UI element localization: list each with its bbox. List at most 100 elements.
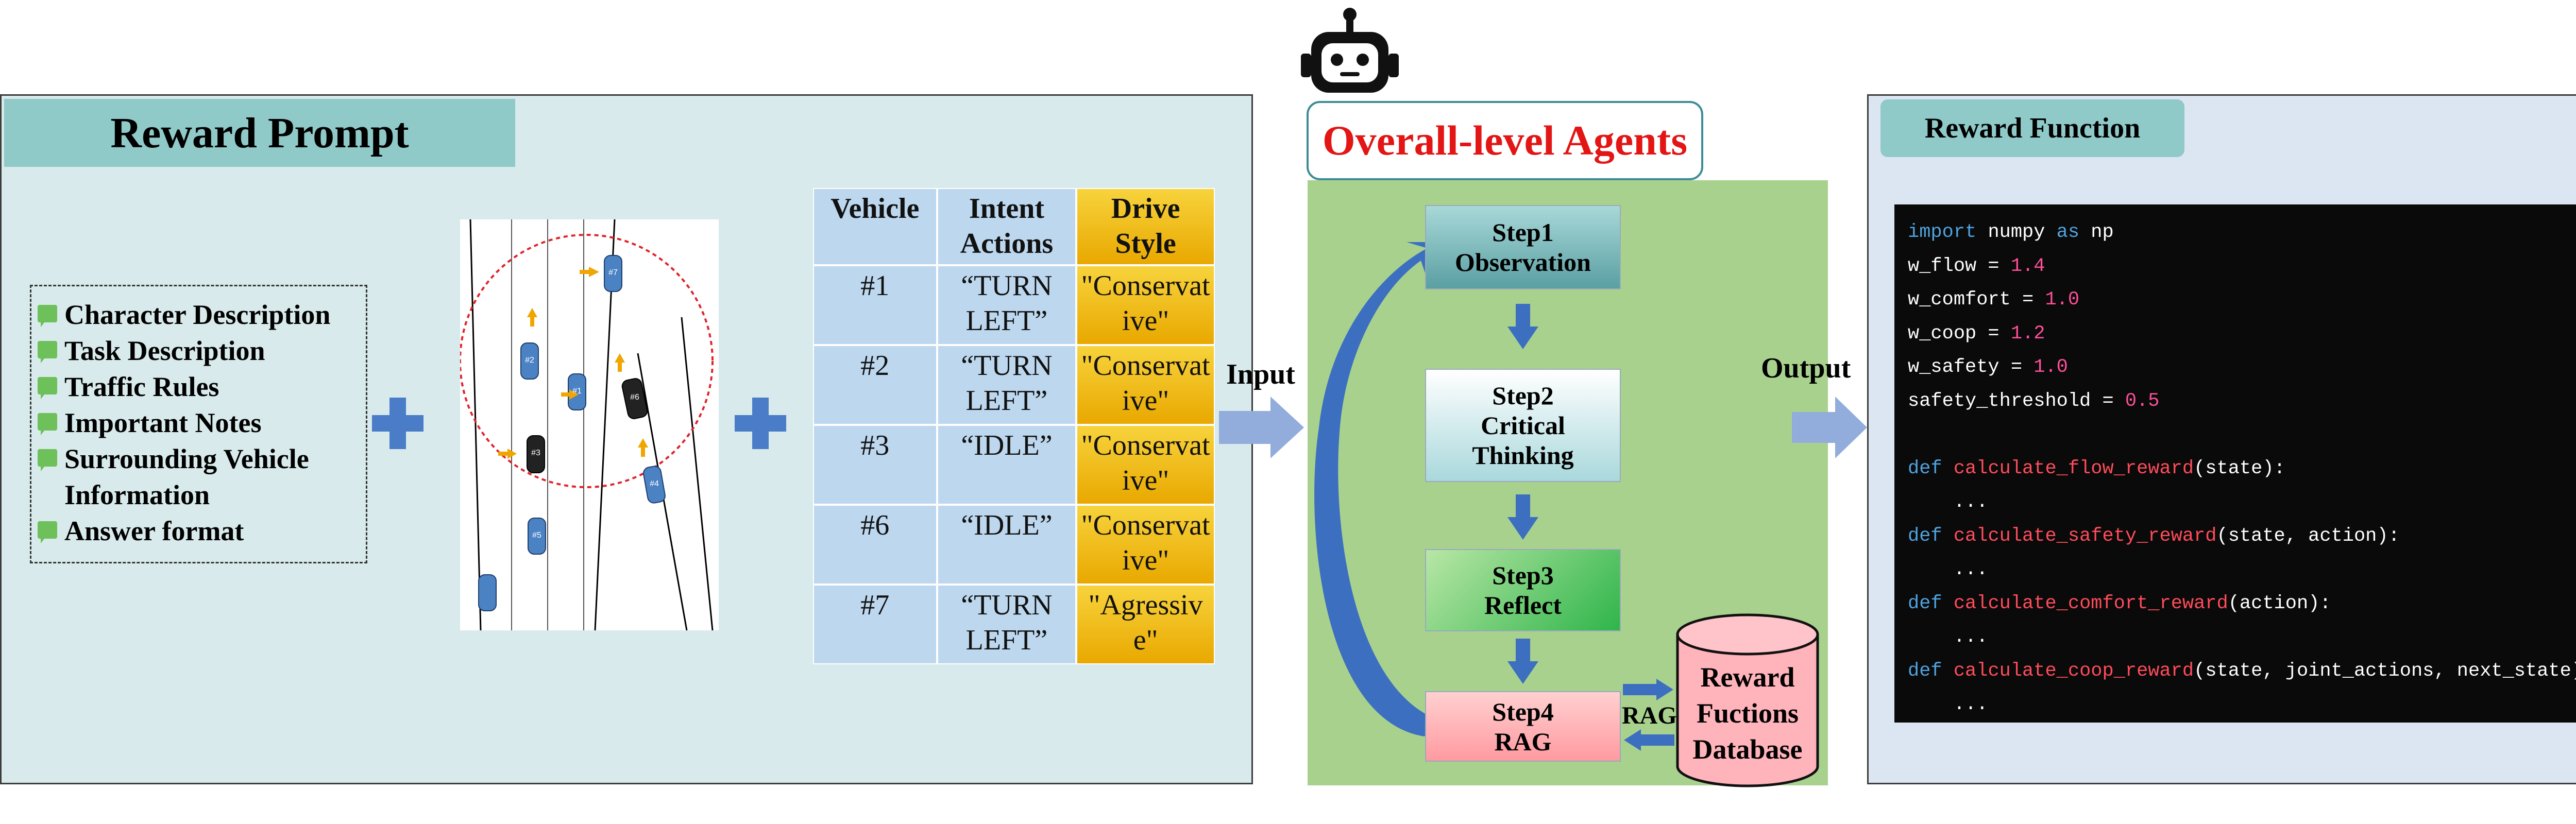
code-block: import numpy as np w_flow = 1.4 w_comfor… <box>1894 204 2576 723</box>
road-scene: #7#2#1#6#3#4#5 <box>459 219 719 631</box>
output-arrow <box>1792 397 1867 458</box>
code-text: ... <box>1908 626 1988 648</box>
vehicle-cell: #6 <box>813 505 937 585</box>
code-number: 1.0 <box>2045 289 2080 311</box>
down-arrow-icon <box>1507 639 1538 684</box>
prompt-item-label: Character Description <box>64 299 331 330</box>
speech-bubble-icon <box>38 521 57 543</box>
action-cell: “TURN LEFT” <box>937 265 1077 345</box>
reward-prompt-title: Reward Prompt <box>4 99 515 167</box>
prompt-item: Traffic Rules <box>38 369 366 405</box>
step-text: Critical Thinking <box>1472 411 1574 470</box>
action-cell: “IDLE” <box>937 505 1077 585</box>
rag-label: RAG <box>1622 702 1677 729</box>
traffic-vehicles <box>478 255 666 611</box>
prompt-item-label: Traffic Rules <box>64 371 219 402</box>
table-header-cell: Vehicle <box>813 188 937 265</box>
code-keyword: as <box>2056 221 2080 243</box>
prompt-item: Character Description <box>38 297 366 333</box>
code-function: calculate_safety_reward <box>1953 525 2217 547</box>
style-cell: "Agressive" <box>1076 585 1215 664</box>
intent-arrows <box>498 267 648 459</box>
speech-bubble-icon <box>38 305 57 327</box>
code-text: np <box>2079 221 2114 243</box>
vehicle-number-label: #6 <box>630 393 639 402</box>
table-row: #7 “TURN LEFT” "Agressive" <box>813 585 1215 664</box>
step-name: Step1 <box>1492 218 1554 247</box>
prompt-item-label: Answer format <box>64 516 244 546</box>
code-text: ... <box>1908 694 1988 715</box>
rag-left-arrow <box>1624 729 1674 751</box>
table-row: #3 “IDLE” "Conservative" <box>813 425 1215 505</box>
database-label: Reward Fuctions Database <box>1692 662 1803 765</box>
code-text: (state, action): <box>2216 525 2400 547</box>
vehicle-number-label: #1 <box>572 387 582 396</box>
style-cell: "Conservative" <box>1076 505 1215 585</box>
table-header-cell: Intent Actions <box>937 188 1077 265</box>
table-row: #1 “TURN LEFT” "Conservative" <box>813 265 1215 345</box>
code-function: calculate_comfort_reward <box>1953 592 2228 614</box>
robot-icon <box>1301 8 1399 93</box>
prompt-item: Task Description <box>38 333 366 369</box>
step-name: Step4 <box>1492 697 1554 726</box>
table-row: #6 “IDLE” "Conservative" <box>813 505 1215 585</box>
code-text: (action): <box>2228 592 2331 614</box>
table-header-cell: Drive Style <box>1076 188 1215 265</box>
code-text: ... <box>1908 491 1988 513</box>
action-cell: “TURN LEFT” <box>937 345 1077 425</box>
code-text: (state): <box>2194 457 2285 479</box>
style-cell: "Conservative" <box>1076 265 1215 345</box>
feedback-loop-arrow <box>1314 242 1438 736</box>
code-text: w_comfort = <box>1908 289 2045 311</box>
prompt-item: Surrounding Vehicle Information <box>38 441 366 513</box>
input-arrow <box>1219 397 1304 458</box>
vehicle-cell: #3 <box>813 425 937 505</box>
prompt-item-label: Task Description <box>64 335 265 366</box>
vehicle-number-label: #2 <box>525 356 534 365</box>
prompt-item-label: Surrounding Vehicle Information <box>64 443 309 510</box>
vehicle-number-label: #5 <box>532 531 541 540</box>
prompt-item-label: Important Notes <box>64 407 262 438</box>
code-keyword: def <box>1908 660 1954 682</box>
intent-table: Vehicle Intent Actions Drive Style #1 “T… <box>813 188 1215 664</box>
plus-icon <box>735 398 786 449</box>
speech-bubble-icon <box>38 341 57 363</box>
style-cell: "Conservative" <box>1076 345 1215 425</box>
code-keyword: import <box>1908 221 1977 243</box>
action-cell: “TURN LEFT” <box>937 585 1077 664</box>
plus-icon <box>372 398 423 449</box>
speech-bubble-icon <box>38 377 57 399</box>
rag-right-arrow <box>1623 679 1673 700</box>
speech-bubble-icon <box>38 413 57 435</box>
prompt-item: Important Notes <box>38 405 366 441</box>
code-number: 1.0 <box>2033 356 2068 378</box>
output-label: Output <box>1761 352 1851 384</box>
code-text: ... <box>1908 559 1988 580</box>
prompt-item-list: Character Description Task Description T… <box>30 285 367 563</box>
step-text: RAG <box>1494 727 1552 756</box>
vehicle-number-label: #4 <box>650 479 659 488</box>
code-keyword: def <box>1908 457 1954 479</box>
code-text: w_safety = <box>1908 356 2034 378</box>
code-keyword: def <box>1908 525 1954 547</box>
code-number: 0.5 <box>2125 390 2160 412</box>
code-text: w_coop = <box>1908 322 2011 345</box>
table-header-row: Vehicle Intent Actions Drive Style <box>813 188 1215 265</box>
agents-title: Overall-level Agents <box>1307 101 1703 180</box>
speech-bubble-icon <box>38 449 57 471</box>
vehicle-number-label: #7 <box>608 268 618 277</box>
action-cell: “IDLE” <box>937 425 1077 505</box>
database-icon <box>1676 613 1819 787</box>
down-arrow-icon <box>1507 304 1538 349</box>
step-text: Observation <box>1455 248 1591 277</box>
code-function: calculate_flow_reward <box>1953 457 2194 479</box>
reward-function-title: Reward Function <box>1880 99 2184 157</box>
style-cell: "Conservative" <box>1076 425 1215 505</box>
table-row: #2 “TURN LEFT” "Conservative" <box>813 345 1215 425</box>
vehicle-cell: #1 <box>813 265 937 345</box>
code-text: numpy <box>1976 221 2057 243</box>
